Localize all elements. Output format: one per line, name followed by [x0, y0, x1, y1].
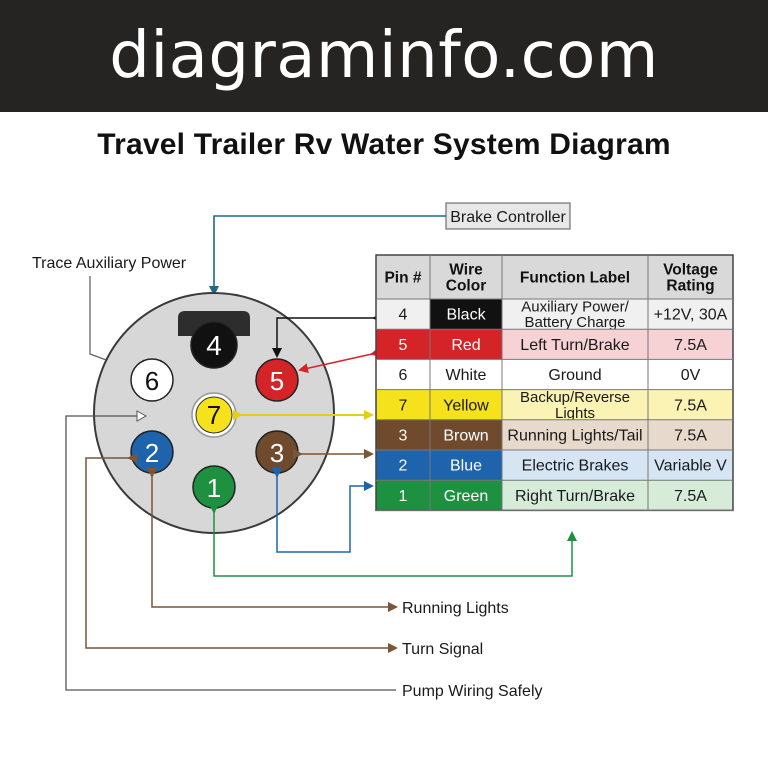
table-cell-voltage: 7.5A — [674, 337, 707, 354]
table-row: 3 Brown Running Lights/Tail 7.5A — [376, 419, 733, 450]
turn-signal-lead — [85, 453, 398, 653]
pin-3-label: 3 — [270, 438, 284, 468]
wire-cell-bg — [430, 450, 502, 481]
table-cell-wire: Yellow — [443, 397, 489, 414]
table-cell-voltage: Variable V — [654, 458, 727, 475]
pin-3: 3 — [255, 430, 299, 474]
table-cell-voltage: 7.5A — [674, 397, 707, 414]
pin-1-label: 1 — [207, 473, 221, 503]
table-cell-function: Left Turn/Brake — [520, 337, 629, 354]
pin-cell-bg — [376, 450, 430, 481]
table-row: 1 Green Right Turn/Brake 7.5A — [376, 480, 733, 511]
table-header-cell: Function Label — [520, 269, 630, 286]
table-cell-wire: Green — [444, 488, 488, 505]
table-row: 6 White Ground 0V — [376, 359, 733, 390]
wire-cell-bg — [430, 329, 502, 360]
running-lights-label: Running Lights — [402, 600, 509, 617]
pump-wiring-label: Pump Wiring Safely — [402, 683, 543, 700]
trace-aux-label: Trace Auxiliary Power — [32, 255, 187, 272]
table-header-cell: Pin # — [384, 269, 421, 286]
pin-6: 6 — [130, 358, 174, 402]
brake-controller-callout: Brake Controller — [209, 202, 571, 296]
brake-controller-label: Brake Controller — [450, 209, 566, 226]
pin-2: 2 — [130, 430, 174, 474]
table-cell-function: Running Lights/Tail — [507, 428, 642, 445]
pin-cell-bg — [376, 419, 430, 450]
table-cell-wire: Blue — [450, 458, 482, 475]
pin-6-label: 6 — [145, 366, 159, 396]
table-cell-wire: Red — [451, 337, 480, 354]
pin-4-label: 4 — [206, 330, 222, 361]
wire-cell-bg — [430, 359, 502, 390]
table-cell-voltage: 7.5A — [674, 428, 707, 445]
table-cell-function: Electric Brakes — [522, 458, 629, 475]
table-cell-function: Ground — [548, 367, 601, 384]
table-header-bg — [376, 255, 733, 299]
diagram-title: Travel Trailer Rv Water System Diagram — [97, 128, 671, 161]
brake-controller-box — [445, 202, 571, 230]
pin-6-circle — [130, 358, 174, 402]
pin-4: 4 — [190, 321, 238, 369]
table-row: 5 Red Left Turn/Brake 7.5A — [376, 329, 733, 360]
table-cell-pin: 7 — [399, 397, 408, 414]
wire-cell-bg — [430, 299, 502, 330]
pin-5: 5 — [255, 358, 299, 402]
table-cell-pin: 4 — [399, 307, 408, 324]
wire-red — [298, 347, 381, 374]
pin-cell-bg — [376, 480, 430, 511]
table-cell-voltage: +12V, 30A — [654, 307, 728, 324]
pin-7: 7 — [191, 392, 237, 438]
pump-wiring-lead — [65, 410, 396, 691]
pin-2-label: 2 — [145, 438, 159, 468]
table-cell-pin: 2 — [399, 458, 408, 475]
pin-7-circle — [195, 396, 233, 434]
table-cell-function: Right Turn/Brake — [515, 488, 635, 505]
pin-5-circle — [255, 358, 299, 402]
wire-cell-bg — [430, 419, 502, 450]
table-row: 4 Black Auxiliary Power/Battery Charge +12V… — [376, 298, 733, 331]
pin-4-circle — [190, 321, 238, 369]
table-cell-function: Auxiliary Power/Battery Charge — [521, 298, 629, 331]
turn-signal-label: Turn Signal — [402, 641, 483, 658]
table-cell-voltage: 0V — [681, 367, 701, 384]
table-cell-pin: 3 — [399, 428, 408, 445]
table-cell-pin: 5 — [399, 337, 408, 354]
table-cell-wire: Black — [446, 307, 486, 324]
table-cell-pin: 1 — [399, 488, 408, 505]
site-name: diagraminfo.com — [109, 19, 659, 93]
pin-7-label: 7 — [207, 400, 221, 430]
brake-controller-arrow — [209, 215, 446, 296]
table-row: 2 Blue Electric Brakes Variable V — [376, 450, 733, 481]
table-cell-pin: 6 — [399, 367, 408, 384]
pin-5-label: 5 — [270, 366, 284, 396]
wire-green — [209, 504, 577, 577]
wire-cell-bg — [430, 480, 502, 511]
pin-cell-bg — [376, 329, 430, 360]
site-banner: diagraminfo.com — [0, 0, 768, 112]
wire-cell-bg — [430, 389, 502, 420]
table-cell-wire: Brown — [443, 428, 488, 445]
table-cell-wire: White — [446, 367, 487, 384]
pin-cell-bg — [376, 389, 430, 420]
wire-black — [272, 313, 382, 358]
table-cell-voltage: 7.5A — [674, 488, 707, 505]
pin-1: 1 — [192, 465, 236, 509]
